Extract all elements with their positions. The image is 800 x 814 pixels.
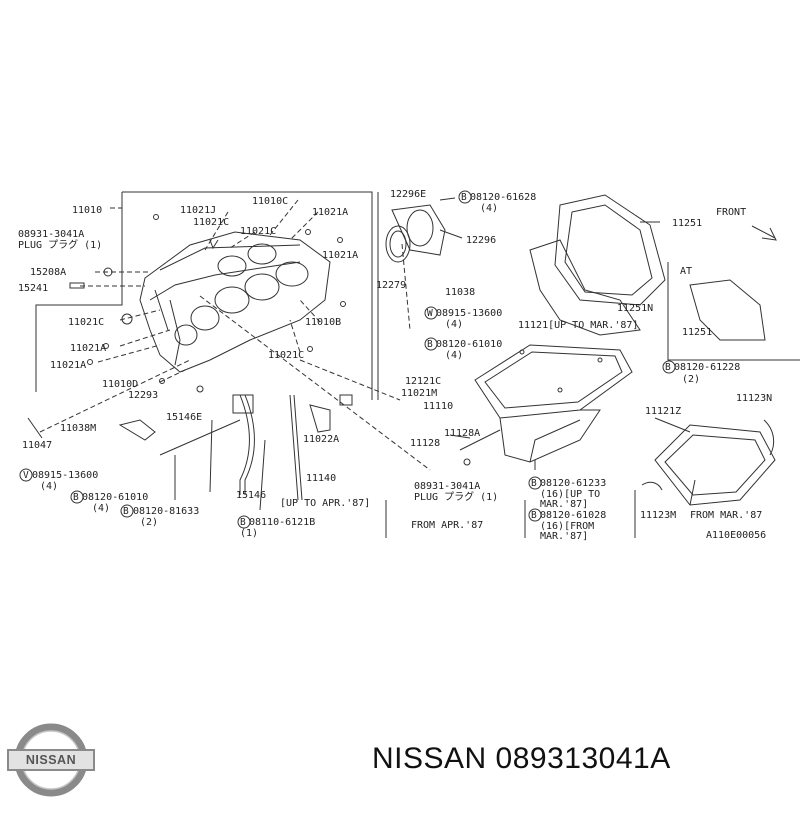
lbl-12279: 12279 — [376, 280, 407, 291]
lbl-v08915-q: (4) — [40, 481, 59, 492]
mk-b8-symbol: B — [531, 510, 537, 521]
lbl-front: FRONT — [716, 207, 747, 218]
lbl-15241: 15241 — [18, 283, 49, 294]
lbl-11123n: 11123N — [736, 393, 773, 404]
lbl-11021c-mid: 11021C — [240, 226, 277, 237]
mk-b7-symbol: B — [531, 478, 537, 489]
lbl-b08120-61028-q: (16)[FROM — [540, 521, 595, 532]
lbl-11128: 11128 — [410, 438, 441, 449]
lbl-b08120-61010-mid-q: (4) — [445, 350, 464, 361]
oil-pan-later — [641, 417, 776, 506]
lbl-11021a-right: 11021A — [322, 250, 359, 261]
mk-b6-symbol: B — [665, 362, 671, 373]
lbl-11021c-top: 11021C — [193, 217, 230, 228]
mk-v-symbol: V — [23, 470, 29, 481]
lbl-11121z: 11121Z — [645, 406, 682, 417]
lbl-11251n: 11251N — [617, 303, 654, 314]
leader-lines — [39, 199, 431, 471]
lbl-11128a: 11128A — [444, 428, 481, 439]
lbl-b08120-61233-q: (16)[UP TO — [540, 489, 601, 500]
lbl-11047: 11047 — [22, 440, 53, 451]
lbl-b08120-61028: 08120-61028 — [540, 510, 607, 521]
lbl-at: AT — [680, 266, 693, 277]
lbl-11021c-lower: 11021C — [268, 350, 305, 361]
lbl-11010c: 11010C — [252, 196, 289, 207]
lbl-11010d: 11010D — [102, 379, 139, 390]
lbl-b08110-6121b: 08110-6121B — [249, 517, 316, 528]
lbl-11021c-left: 11021C — [68, 317, 105, 328]
dipstick-assembly — [27, 394, 353, 511]
lbl-v08915: 08915-13600 — [32, 470, 99, 481]
oilpan-frame — [377, 192, 636, 538]
lbl-11251: 11251 — [672, 218, 703, 229]
lbl-b08120-61628-q: (4) — [480, 203, 499, 214]
lbl-w08915-q: (4) — [445, 319, 464, 330]
cylinder-block — [121, 231, 331, 373]
lbl-11021a-left1: 11021A — [70, 343, 107, 354]
lbl-b08120-61010-left-q: (4) — [92, 503, 111, 514]
lbl-b08120-81633-q: (2) — [140, 517, 159, 528]
part-number-caption: NISSAN 089313041A — [372, 742, 671, 775]
lbl-b08120-61228-q: (2) — [682, 374, 701, 385]
lbl-11110: 11110 — [423, 401, 454, 412]
lbl-08931-mid: 08931-3041A — [414, 481, 481, 492]
lbl-15146: 15146 — [236, 490, 267, 501]
lbl-11123m: 11123M — [640, 510, 677, 521]
lbl-b08120-61028-d: MAR.'87] — [540, 531, 589, 542]
lbl-b08120-61233-d: MAR.'87] — [540, 499, 589, 510]
lbl-plug-mid: PLUG プラグ (1) — [414, 492, 499, 503]
mk-b4-symbol: B — [461, 192, 467, 203]
front-arrow — [751, 225, 777, 241]
block-frame — [35, 191, 373, 400]
lbl-11021j: 11021J — [180, 205, 217, 216]
rear-seal — [385, 197, 463, 263]
lbl-11038m: 11038M — [60, 423, 97, 434]
lbl-11021a-left2: 11021A — [50, 360, 87, 371]
lbl-upto-apr87: [UP TO APR.'87] — [280, 498, 371, 509]
mk-b3-symbol: B — [240, 517, 246, 528]
mk-b2-symbol: B — [123, 506, 129, 517]
lbl-b08110-6121b-q: (1) — [240, 528, 259, 539]
lbl-08931-left: 08931-3041A — [18, 229, 85, 240]
lbl-from-apr87: FROM APR.'87 — [411, 520, 484, 531]
lbl-b08120-61233: 08120-61233 — [540, 478, 607, 489]
lbl-b08120-61010-mid: 08120-61010 — [436, 339, 503, 350]
mk-w-symbol: W — [427, 308, 433, 319]
lbl-11121: 11121[UP TO MAR.'87] — [518, 320, 639, 331]
oil-pan — [449, 344, 633, 470]
lbl-15208a: 15208A — [30, 267, 67, 278]
lbl-11010b: 11010B — [305, 317, 342, 328]
lbl-11022a: 11022A — [303, 434, 340, 445]
lbl-a110e: A110E00056 — [706, 530, 767, 541]
lbl-b08120-61228: 08120-61228 — [674, 362, 741, 373]
lbl-15146e: 15146E — [166, 412, 203, 423]
lbl-12121c: 12121C — [405, 376, 442, 387]
lbl-11140: 11140 — [306, 473, 337, 484]
lbl-11021a-top: 11021A — [312, 207, 349, 218]
marker-circles — [19, 190, 676, 529]
lbl-b08120-61010-left: 08120-61010 — [82, 492, 149, 503]
lbl-11021m: 11021M — [401, 388, 438, 399]
lbl-12293: 12293 — [128, 390, 159, 401]
lbl-12296e: 12296E — [390, 189, 427, 200]
nissan-logo: NISSAN — [6, 720, 96, 810]
lbl-from-mar87: FROM MAR.'87 — [690, 510, 763, 521]
lbl-w08915: 08915-13600 — [436, 308, 503, 319]
lbl-11010: 11010 — [72, 205, 103, 216]
logo-wordmark: NISSAN — [25, 753, 77, 767]
lbl-12296: 12296 — [466, 235, 497, 246]
mk-b1-symbol: B — [73, 492, 79, 503]
cover-plates — [529, 194, 800, 361]
mk-b5-symbol: B — [427, 339, 433, 350]
lbl-b08120-81633: 08120-81633 — [133, 506, 200, 517]
lbl-b08120-61628: 08120-61628 — [470, 192, 537, 203]
lbl-11251-at: 11251 — [682, 327, 713, 338]
lbl-plug-left: PLUG プラグ (1) — [18, 240, 103, 251]
lbl-11038: 11038 — [445, 287, 476, 298]
logo-emblem-icon — [7, 723, 95, 797]
hardware — [69, 214, 346, 393]
